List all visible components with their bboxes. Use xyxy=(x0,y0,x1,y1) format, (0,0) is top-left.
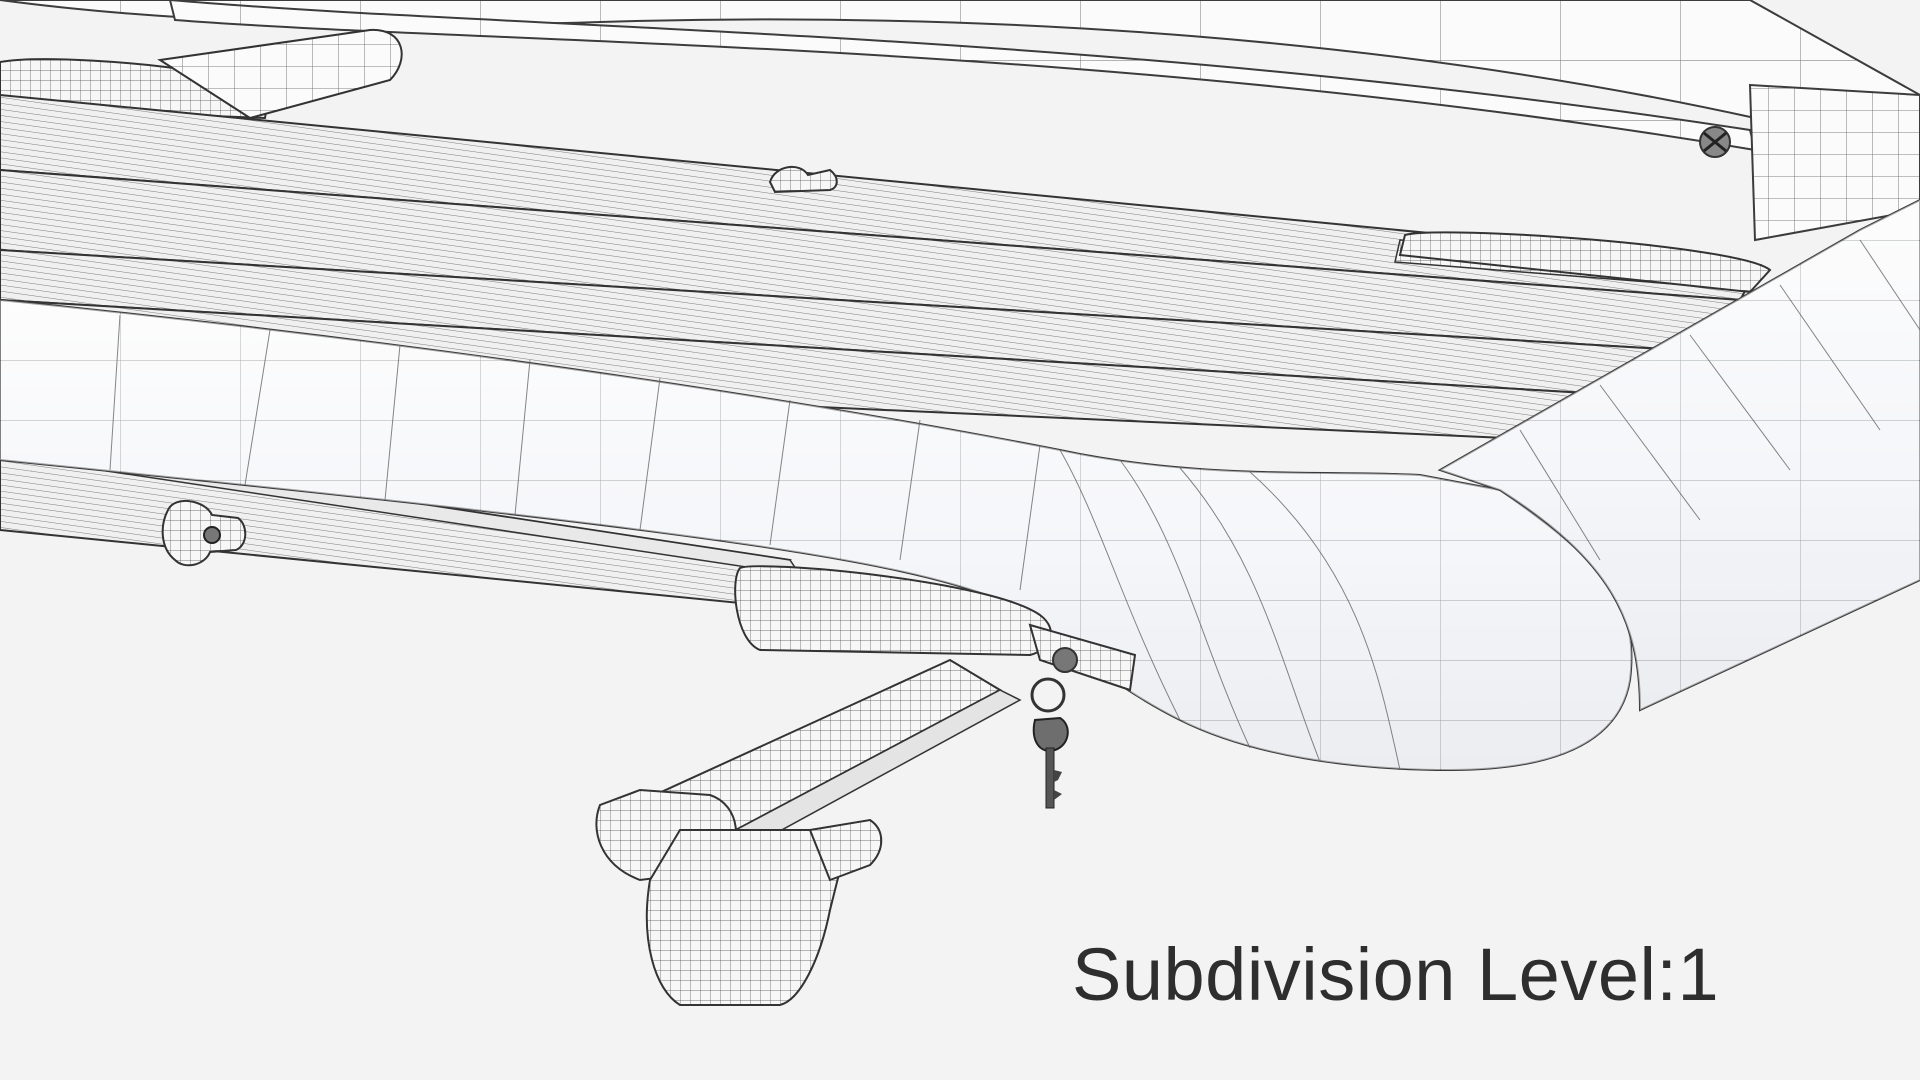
front-tube xyxy=(0,298,1633,772)
rack-slats xyxy=(0,93,1772,442)
rear-corner-post xyxy=(1748,83,1920,242)
right-side-tube xyxy=(1437,198,1920,712)
key-icon xyxy=(1030,647,1078,809)
crossbar-foot xyxy=(595,788,883,1006)
wing-nut-icon xyxy=(161,500,247,567)
subdivision-level-caption: Subdivision Level:1 xyxy=(1072,933,1720,1016)
rail-clip-top xyxy=(768,166,838,194)
front-clamp xyxy=(734,565,1137,692)
